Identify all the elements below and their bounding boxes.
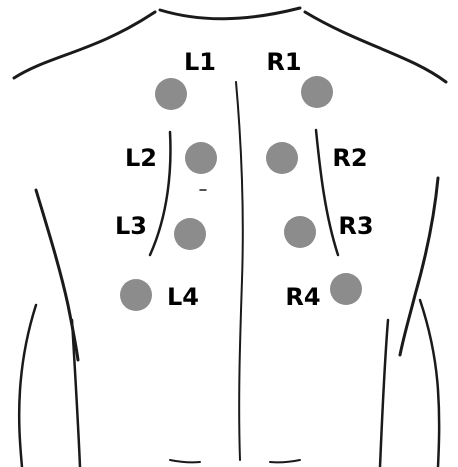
electrode-dot-l4 <box>120 279 152 311</box>
electrode-label-l2: L2 <box>125 146 157 170</box>
electrode-label-l3: L3 <box>115 214 147 238</box>
electrode-dot-r3 <box>284 216 316 248</box>
electrode-label-l4: L4 <box>167 285 199 309</box>
electrode-dot-r4 <box>330 273 362 305</box>
electrode-label-r4: R4 <box>285 285 320 309</box>
spine-line <box>236 82 243 460</box>
left-shoulder-line <box>14 12 155 78</box>
right-torso-side <box>400 178 438 355</box>
right-arm-inner <box>380 320 388 467</box>
electrode-label-l1: L1 <box>184 50 216 74</box>
electrode-label-r1: R1 <box>266 50 301 74</box>
right-shoulder-line <box>305 12 446 82</box>
neck-line <box>160 8 300 19</box>
bottom-left-mark <box>170 460 200 462</box>
electrode-dot-l1 <box>155 78 187 110</box>
electrode-dot-r2 <box>266 142 298 174</box>
electrode-label-r3: R3 <box>338 214 373 238</box>
electrode-dot-l3 <box>174 218 206 250</box>
right-arm-outer <box>420 300 439 467</box>
electrode-dot-r1 <box>301 76 333 108</box>
electrode-dot-l2 <box>185 142 217 174</box>
left-arm-outer <box>19 305 36 467</box>
electrode-label-r2: R2 <box>332 146 367 170</box>
bottom-right-mark <box>270 460 300 462</box>
